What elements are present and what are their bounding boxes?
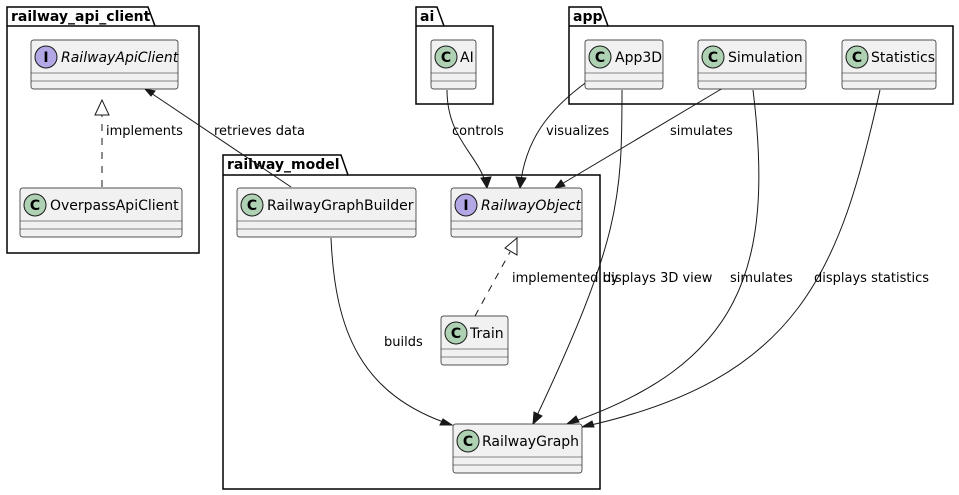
class-name: RailwayApiClient — [61, 50, 179, 66]
edge-label-displays-statistics: displays statistics — [814, 271, 929, 286]
class-ai[interactable]: C AI — [430, 39, 477, 90]
class-app3d[interactable]: C App3D — [584, 39, 664, 90]
package-label: railway_model — [227, 157, 340, 173]
class-badge-icon — [240, 193, 264, 217]
class-statistics[interactable]: C Statistics — [841, 39, 937, 90]
interface-badge-icon — [454, 193, 478, 217]
edge-retrieves-data: retrieves data — [143, 88, 305, 188]
class-name: RailwayObject — [481, 198, 582, 214]
package-label: railway_api_client — [11, 9, 151, 25]
edge-implemented-by: implemented by — [474, 236, 619, 317]
class-railway-object[interactable]: I RailwayObject — [450, 187, 583, 238]
edge-label-builds: builds — [384, 335, 423, 350]
badge-letter: C — [441, 50, 451, 66]
badge-letter: C — [595, 50, 605, 66]
badge-letter: C — [451, 326, 461, 342]
edge-builds: builds — [330, 237, 454, 426]
edge-label-simulates-object: simulates — [670, 124, 733, 139]
class-name: Train — [469, 326, 504, 342]
class-badge-icon — [444, 321, 468, 345]
class-railway-graph[interactable]: C RailwayGraph — [452, 423, 583, 474]
edge-label-implements: implements — [106, 124, 183, 139]
class-badge-icon — [845, 45, 869, 69]
class-train[interactable]: C Train — [440, 315, 509, 366]
class-name: Simulation — [728, 50, 803, 66]
badge-letter: C — [708, 50, 718, 66]
edge-visualizes: visualizes — [515, 80, 609, 190]
class-badge-icon — [701, 45, 725, 69]
edge-displays-statistics: displays statistics — [580, 89, 929, 428]
class-name: App3D — [615, 50, 662, 66]
badge-letter: C — [463, 434, 473, 450]
package-label: ai — [420, 9, 434, 25]
class-simulation[interactable]: C Simulation — [697, 39, 807, 90]
class-railway-graph-builder[interactable]: C RailwayGraphBuilder — [236, 187, 417, 238]
edge-label-visualizes: visualizes — [546, 124, 609, 139]
edge-simulates-object: simulates — [553, 87, 733, 189]
edge-label-simulates-graph: simulates — [730, 271, 793, 286]
class-railway-api-client[interactable]: I RailwayApiClient — [30, 39, 179, 90]
edge-displays-3d-view: displays 3D view — [532, 89, 713, 426]
class-name: RailwayGraphBuilder — [267, 198, 414, 214]
edge-implements: implements — [94, 98, 183, 187]
class-name: Statistics — [871, 50, 935, 66]
badge-letter: C — [247, 198, 257, 214]
edge-label-displays-3d-view: displays 3D view — [603, 271, 713, 286]
class-name: AI — [460, 50, 474, 66]
edge-label-retrieves-data: retrieves data — [214, 124, 305, 139]
class-name: OverpassApiClient — [50, 198, 179, 214]
class-badge-icon — [434, 45, 458, 69]
package-railway-model[interactable]: railway_model — [222, 154, 601, 490]
badge-letter: I — [463, 198, 468, 214]
edge-simulates-graph: simulates — [565, 89, 793, 425]
class-badge-icon — [456, 429, 480, 453]
package-label: app — [573, 9, 603, 25]
badge-letter: I — [43, 50, 48, 66]
interface-badge-icon — [34, 45, 58, 69]
class-overpass-api-client[interactable]: C OverpassApiClient — [19, 187, 183, 238]
badge-letter: C — [852, 50, 862, 66]
class-name: RailwayGraph — [482, 434, 579, 450]
edge-label-implemented-by: implemented by — [512, 271, 619, 286]
edge-label-controls: controls — [452, 124, 504, 139]
edge-controls: controls — [446, 89, 504, 190]
edges: implements retrieves data controls visua… — [94, 80, 929, 428]
class-badge-icon — [23, 193, 47, 217]
class-badge-icon — [588, 45, 612, 69]
badge-letter: C — [30, 198, 40, 214]
